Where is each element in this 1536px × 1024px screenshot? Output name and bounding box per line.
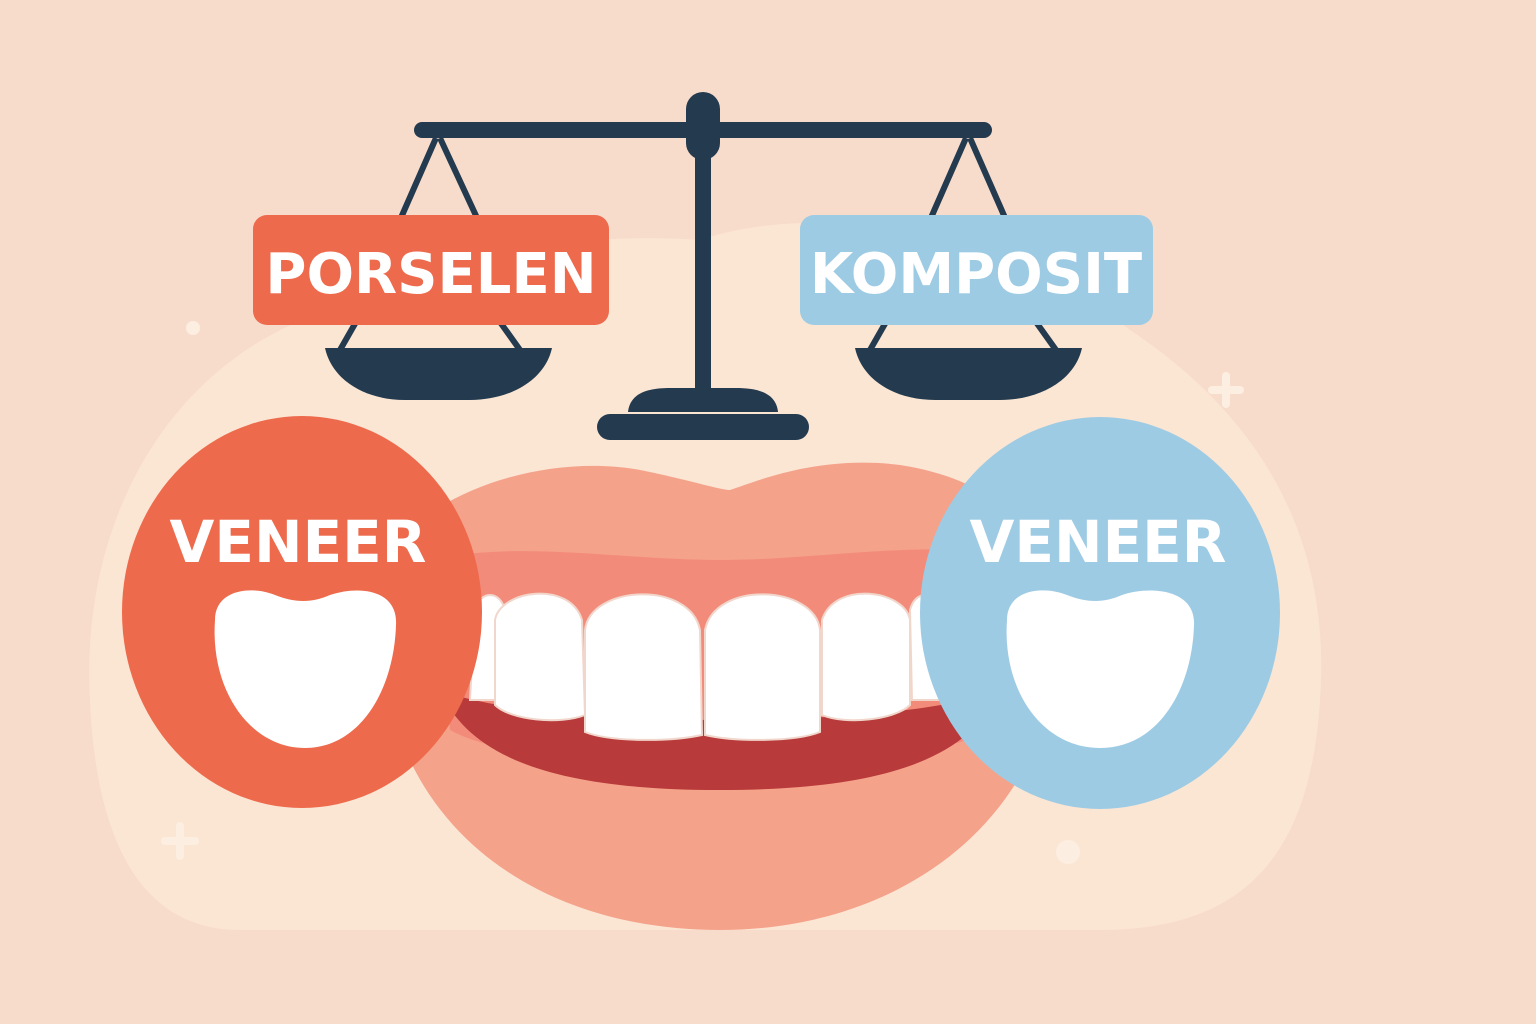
porcelain-tag-label: PORSELEN — [265, 242, 596, 307]
right-pan — [855, 348, 1082, 400]
sparkle-plus-icon — [161, 321, 1244, 864]
teeth — [468, 592, 947, 741]
porcelain-tag: PORSELEN — [253, 215, 609, 325]
porcelain-veneer-badge: VENEER — [122, 416, 482, 808]
composite-veneer-label: VENEER — [970, 508, 1227, 576]
composite-veneer-badge: VENEER — [920, 417, 1280, 809]
tooth-icon — [214, 590, 397, 748]
composite-tag-label: KOMPOSIT — [810, 242, 1142, 307]
mouth — [380, 462, 1060, 930]
composite-tag: KOMPOSIT — [800, 215, 1153, 325]
porcelain-veneer-label: VENEER — [170, 508, 427, 576]
balance-scale-icon — [325, 92, 1082, 440]
tooth-icon — [1006, 590, 1195, 748]
left-pan — [325, 348, 552, 400]
